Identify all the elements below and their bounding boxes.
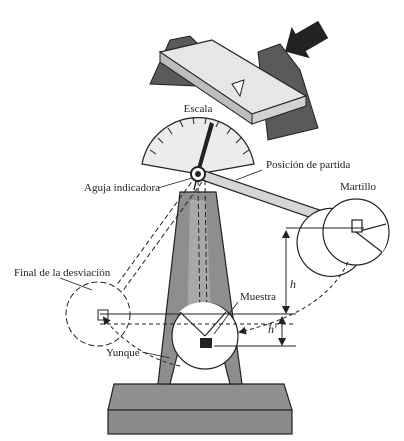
scale-dial xyxy=(141,117,255,175)
pendulum-arm-start xyxy=(194,166,390,278)
height-h-label: h xyxy=(290,277,296,291)
inset-notch xyxy=(231,79,245,98)
end-of-swing-label: Final de la desviación xyxy=(14,267,111,279)
swing-trajectory xyxy=(102,261,349,367)
scale-label: Escala xyxy=(184,103,213,115)
machine-base xyxy=(107,383,293,435)
impact-arrow-icon xyxy=(285,20,329,59)
specimen-label: Muestra xyxy=(240,291,276,303)
leader-lines xyxy=(59,169,263,359)
specimen-inset xyxy=(149,20,329,141)
pointer-label: Aguja indicadora xyxy=(84,182,160,194)
height-reference xyxy=(100,227,364,347)
pendulum-arm-impact xyxy=(171,179,239,370)
anvil-label: Yunque xyxy=(106,347,140,359)
hammer-impact-position xyxy=(171,302,239,370)
hammer-start-position xyxy=(296,198,390,278)
height-h-prime-label: h' xyxy=(268,322,277,336)
pivot-axle xyxy=(190,166,206,182)
hammer-label: Martillo xyxy=(340,181,377,193)
start-position-label: Posición de partida xyxy=(266,159,350,171)
